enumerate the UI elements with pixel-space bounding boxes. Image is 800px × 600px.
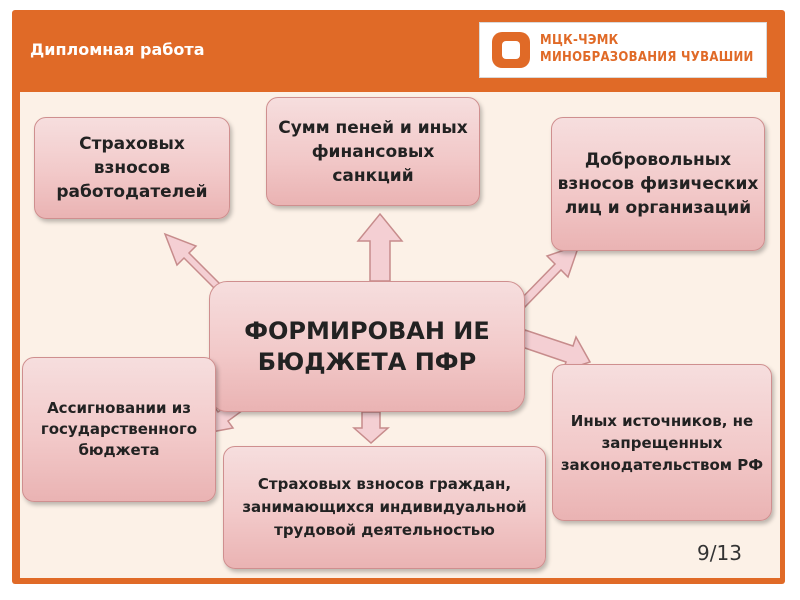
center-node-label: ФОРМИРОВАН ИЕ БЮДЖЕТА ПФР: [244, 316, 490, 376]
square-ring-logo-icon: [492, 32, 530, 68]
source-state-budget: Ассигновании из государственного бюджета: [22, 357, 216, 502]
source-voluntary-contributions: Добровольных взносов физических лиц и ор…: [551, 117, 765, 251]
source-self-employed-label: Страховых взносов граждан, занимающихся …: [242, 475, 527, 539]
organization-logo: МЦК-ЧЭМК МИНОБРАЗОВАНИЯ ЧУВАШИИ: [479, 22, 767, 78]
source-other: Иных источников, не запрещенных законода…: [552, 364, 772, 521]
arrow-up-right: [513, 243, 581, 313]
source-employer-contributions-label: Страховых взносов работодателей: [56, 134, 208, 202]
arrow-down: [352, 411, 390, 445]
center-node-pfr-budget: ФОРМИРОВАН ИЕ БЮДЖЕТА ПФР: [209, 281, 525, 412]
logo-line-2: МИНОБРАЗОВАНИЯ ЧУВАШИИ: [540, 50, 754, 65]
source-voluntary-contributions-label: Добровольных взносов физических лиц и ор…: [557, 150, 759, 218]
logo-line-1: МЦК-ЧЭМК: [540, 33, 619, 48]
arrow-up: [356, 212, 404, 282]
slide-header-title: Дипломная работа: [30, 40, 205, 59]
source-self-employed-contributions: Страховых взносов граждан, занимающихся …: [223, 446, 546, 569]
source-other-label: Иных источников, не запрещенных законода…: [560, 411, 764, 474]
source-employer-contributions: Страховых взносов работодателей: [34, 117, 230, 219]
page-number: 9/13: [697, 541, 742, 565]
source-penalties-label: Сумм пеней и иных финансовых санкций: [278, 117, 468, 186]
source-penalties: Сумм пеней и иных финансовых санкций: [266, 97, 480, 206]
source-state-budget-label: Ассигновании из государственного бюджета: [40, 399, 198, 459]
